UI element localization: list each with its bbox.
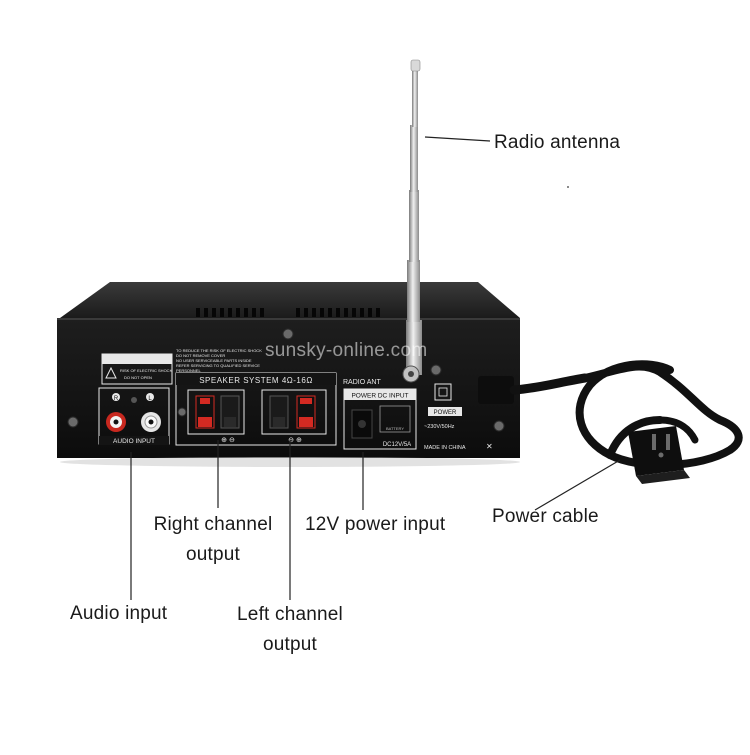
callout-left-channel-output: Left channel output: [237, 604, 343, 655]
power-label: POWER: [434, 410, 457, 416]
input-r-label: R: [114, 396, 119, 402]
caution-line2: DO NOT OPEN: [124, 375, 152, 380]
power-switch[interactable]: [434, 383, 452, 401]
battery-label: BATTERY: [386, 426, 404, 431]
warning-text: TO REDUCE THE RISK OF ELECTRIC SHOCK DO …: [176, 348, 263, 373]
speaker-system-label: SPEAKER SYSTEM 4Ω-16Ω: [199, 376, 313, 385]
caution-label: CAUTION RISK OF ELECTRIC SHOCK DO NOT OP…: [101, 353, 173, 385]
audio-input-panel: R L AUDIO INPUT: [98, 387, 170, 445]
svg-text:⊕ ⊖: ⊕ ⊖: [221, 437, 235, 444]
svg-text:⊖ ⊕: ⊖ ⊕: [288, 437, 302, 444]
callout-12v-power-input: 12V power input: [305, 514, 446, 535]
power-cable: [478, 360, 743, 484]
weee-icon: ✕: [486, 442, 493, 451]
made-in-label: MADE IN CHINA: [424, 445, 466, 451]
power-dc-input-label: POWER DC INPUT: [351, 393, 408, 400]
radio-ant-label: RADIO ANT: [343, 379, 381, 386]
chassis-top: [60, 282, 520, 318]
radio-antenna: [402, 59, 422, 383]
callout-radio-antenna: Radio antenna: [494, 132, 621, 153]
callout-power-cable: Power cable: [492, 506, 599, 527]
leader-power-cable: [534, 459, 621, 511]
input-l-label: L: [148, 396, 152, 402]
watermark: sunsky-online.com: [265, 340, 428, 361]
callout-audio-input: Audio input: [70, 603, 168, 624]
caution-title: CAUTION: [121, 357, 153, 364]
power-plug: [628, 426, 690, 484]
power-dc-input-panel: POWER DC INPUT BATTERY DC12V/5A: [343, 388, 417, 450]
caution-line1: RISK OF ELECTRIC SHOCK: [120, 368, 173, 373]
speaker-terminals-panel: SPEAKER SYSTEM 4Ω-16Ω ⊕ ⊖ ⊖ ⊕: [175, 372, 337, 446]
ac-rating: ~230V/50Hz: [424, 424, 455, 430]
leader-lines: [130, 136, 621, 600]
leader-antenna: [424, 136, 491, 142]
dc-rating: DC12V/5A: [383, 442, 411, 448]
audio-input-label: AUDIO INPUT: [113, 438, 155, 445]
power-ac-panel: POWER ~230V/50Hz MADE IN CHINA ✕: [424, 383, 493, 451]
callout-right-channel-output: Right channel output: [153, 514, 273, 565]
vent-slots: [196, 308, 380, 317]
